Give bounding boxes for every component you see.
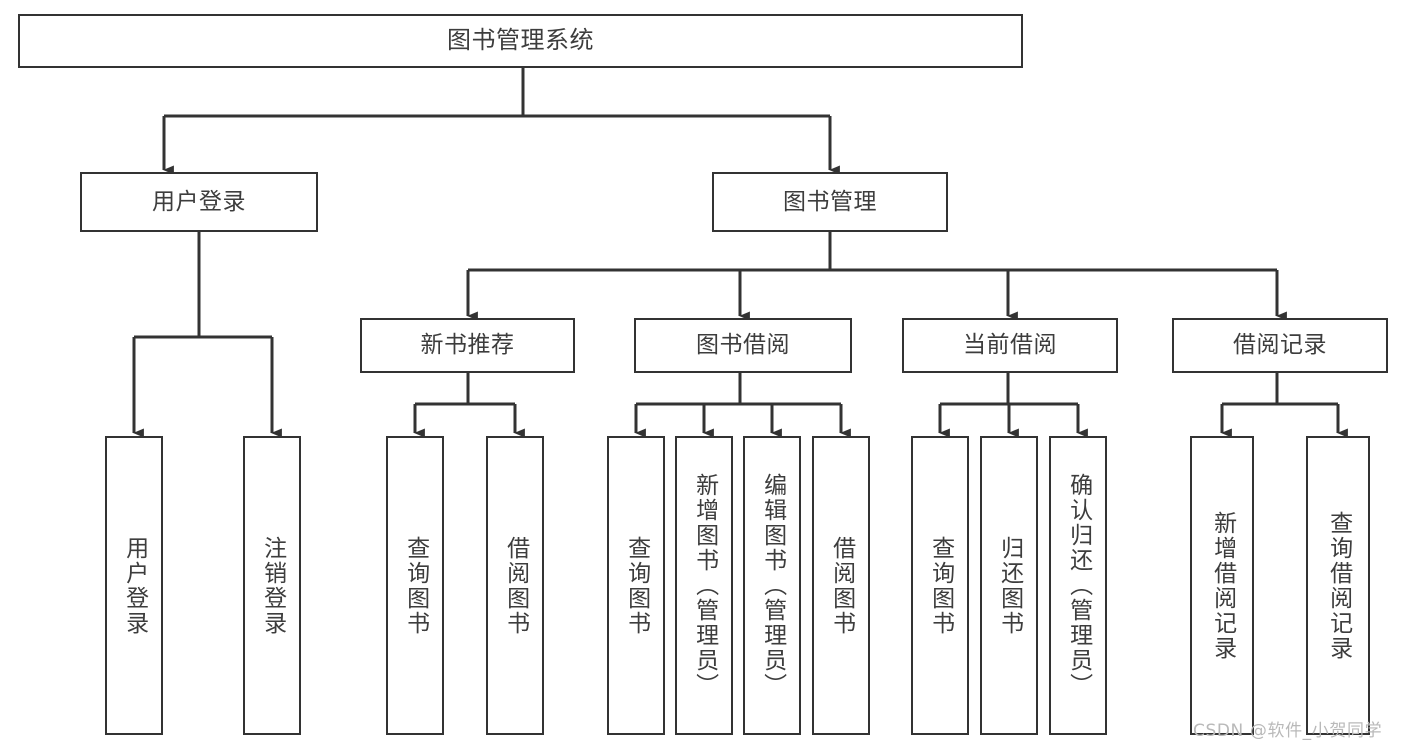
leaf-return-book[interactable]: 归还图书: [980, 436, 1038, 735]
node-label: 查询借阅记录: [1325, 510, 1352, 661]
leaf-edit-book-admin[interactable]: 编辑图书（管理员）: [743, 436, 801, 735]
leaf-borrow-book-new-rec[interactable]: 借阅图书: [486, 436, 544, 735]
node-label: 查询图书: [402, 535, 429, 636]
node-label: 借阅图书: [828, 535, 855, 636]
node-label: 图书借阅: [696, 332, 790, 359]
node-label: 注销登录: [259, 535, 286, 636]
leaf-add-book-admin[interactable]: 新增图书（管理员）: [675, 436, 733, 735]
leaf-query-borrow-record[interactable]: 查询借阅记录: [1306, 436, 1370, 735]
leaf-query-book-borrow[interactable]: 查询图书: [607, 436, 665, 735]
node-label: 图书管理系统: [447, 26, 594, 55]
node-label: 编辑图书（管理员）: [759, 473, 786, 698]
csdn-watermark: CSDN @软件_小贺同学: [1193, 721, 1383, 741]
leaf-logout-login[interactable]: 注销登录: [243, 436, 301, 735]
leaf-query-book-new-rec[interactable]: 查询图书: [386, 436, 444, 735]
node-user-login[interactable]: 用户登录: [80, 172, 318, 232]
node-book-management-system[interactable]: 图书管理系统: [18, 14, 1023, 68]
node-borrow-record[interactable]: 借阅记录: [1172, 318, 1388, 373]
node-label: 新增图书（管理员）: [691, 473, 718, 698]
node-label: 查询图书: [927, 535, 954, 636]
node-label: 归还图书: [996, 535, 1023, 636]
node-label: 借阅图书: [502, 535, 529, 636]
node-label: 查询图书: [623, 535, 650, 636]
leaf-query-book-current[interactable]: 查询图书: [911, 436, 969, 735]
node-label: 用户登录: [152, 188, 246, 215]
node-label: 新书推荐: [420, 332, 515, 359]
leaf-confirm-return-admin[interactable]: 确认归还（管理员）: [1049, 436, 1107, 735]
node-label: 图书管理: [783, 188, 877, 215]
node-label: 当前借阅: [963, 332, 1057, 359]
node-label: 借阅记录: [1233, 332, 1327, 359]
node-current-borrow[interactable]: 当前借阅: [902, 318, 1118, 373]
node-book-borrow[interactable]: 图书借阅: [634, 318, 852, 373]
node-label: 用户登录: [121, 535, 148, 636]
node-new-book-recommend[interactable]: 新书推荐: [360, 318, 575, 373]
node-label: 确认归还（管理员）: [1065, 473, 1092, 698]
leaf-borrow-book-borrow[interactable]: 借阅图书: [812, 436, 870, 735]
leaf-user-login[interactable]: 用户登录: [105, 436, 163, 735]
node-label: 新增借阅记录: [1209, 510, 1236, 661]
node-book-manage[interactable]: 图书管理: [712, 172, 948, 232]
leaf-add-borrow-record[interactable]: 新增借阅记录: [1190, 436, 1254, 735]
